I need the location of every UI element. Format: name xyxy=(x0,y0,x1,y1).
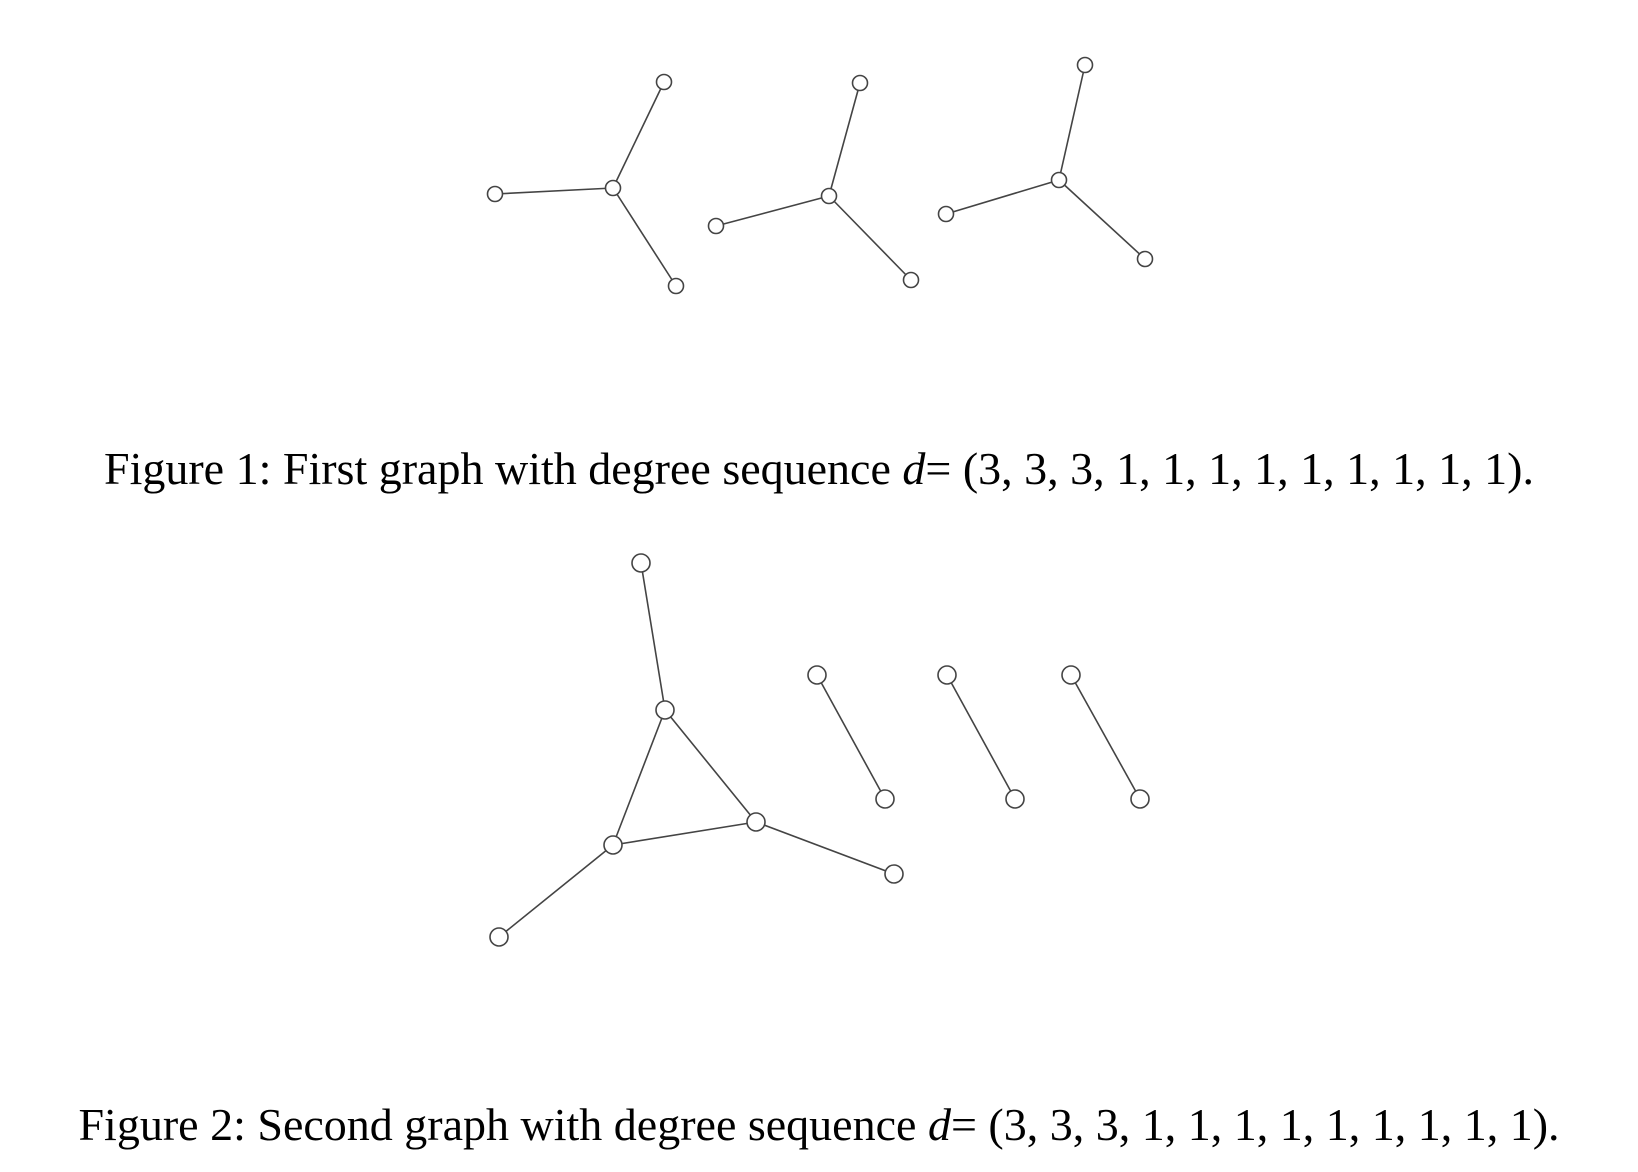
figure-1-sequence: (3, 3, 3, 1, 1, 1, 1, 1, 1, 1, 1, 1). xyxy=(962,443,1534,494)
star-2-leaf xyxy=(707,217,725,235)
star-1-leaf xyxy=(486,185,504,203)
graph-1-nodes xyxy=(486,56,1154,295)
graph-edge xyxy=(946,674,1016,800)
star-3-leaf xyxy=(1136,250,1154,268)
star-2-leaf xyxy=(902,271,920,289)
figure-1: Figure 1: First graph with degree sequen… xyxy=(0,0,1638,500)
figure-2: Figure 2: Second graph with degree seque… xyxy=(0,520,1638,1172)
graph-edge xyxy=(755,821,895,875)
pendant-leaf xyxy=(631,553,651,573)
star-3-leaf xyxy=(1076,56,1094,74)
triangle-node-left xyxy=(603,835,623,855)
graph-edge xyxy=(816,674,886,800)
graph-edge xyxy=(494,187,614,195)
figure-2-graph xyxy=(489,553,1150,947)
figure-2-caption: Figure 2: Second graph with degree seque… xyxy=(0,1102,1638,1148)
figure-2-variable: d xyxy=(927,1099,951,1150)
edge-node xyxy=(1061,665,1081,685)
graph-edge xyxy=(1058,179,1146,260)
pendant-leaf xyxy=(884,864,904,884)
graph-2-edges xyxy=(498,562,1141,938)
pendant-leaf xyxy=(489,927,509,947)
figure-1-label: Figure 1: xyxy=(103,443,272,494)
figure-1-variable: d xyxy=(902,443,926,494)
star-2-center xyxy=(820,187,838,205)
graph-2-nodes xyxy=(489,553,1150,947)
star-3-center xyxy=(1050,171,1068,189)
edge-node xyxy=(807,665,827,685)
graph-edge xyxy=(498,844,614,938)
edge-node xyxy=(875,789,895,809)
figure-1-graph xyxy=(486,56,1154,295)
figure-2-equals: = xyxy=(950,1099,977,1150)
figure-2-label: Figure 2: xyxy=(78,1099,246,1150)
graph-edge xyxy=(612,709,666,846)
graph-1-edges xyxy=(494,64,1146,287)
figure-1-caption: Figure 1: First graph with degree sequen… xyxy=(0,446,1638,492)
edge-node xyxy=(1005,789,1025,809)
star-1-center xyxy=(604,179,622,197)
graph-edge xyxy=(1058,64,1086,181)
figure-1-equals: = xyxy=(925,443,952,494)
graph-edge xyxy=(640,562,666,711)
star-1-leaf xyxy=(667,277,685,295)
graph-edge xyxy=(828,82,861,197)
graph-edge xyxy=(612,81,665,189)
edge-node xyxy=(1130,789,1150,809)
graph-edge xyxy=(945,179,1060,215)
graph-edge xyxy=(828,195,912,281)
star-1-leaf xyxy=(655,73,673,91)
star-3-leaf xyxy=(937,205,955,223)
graph-edge xyxy=(612,821,757,846)
edge-node xyxy=(937,665,957,685)
figure-1-text: First graph with degree sequence xyxy=(282,443,891,494)
triangle-node-right xyxy=(746,812,766,832)
graph-edge xyxy=(664,709,757,823)
graph-edge xyxy=(715,195,830,227)
star-2-leaf xyxy=(851,74,869,92)
figure-2-sequence: (3, 3, 3, 1, 1, 1, 1, 1, 1, 1, 1, 1). xyxy=(988,1099,1560,1150)
graph-edge xyxy=(1070,674,1141,800)
figure-2-text: Second graph with degree sequence xyxy=(257,1099,917,1150)
graph-edge xyxy=(612,187,677,287)
triangle-node-top xyxy=(655,700,675,720)
